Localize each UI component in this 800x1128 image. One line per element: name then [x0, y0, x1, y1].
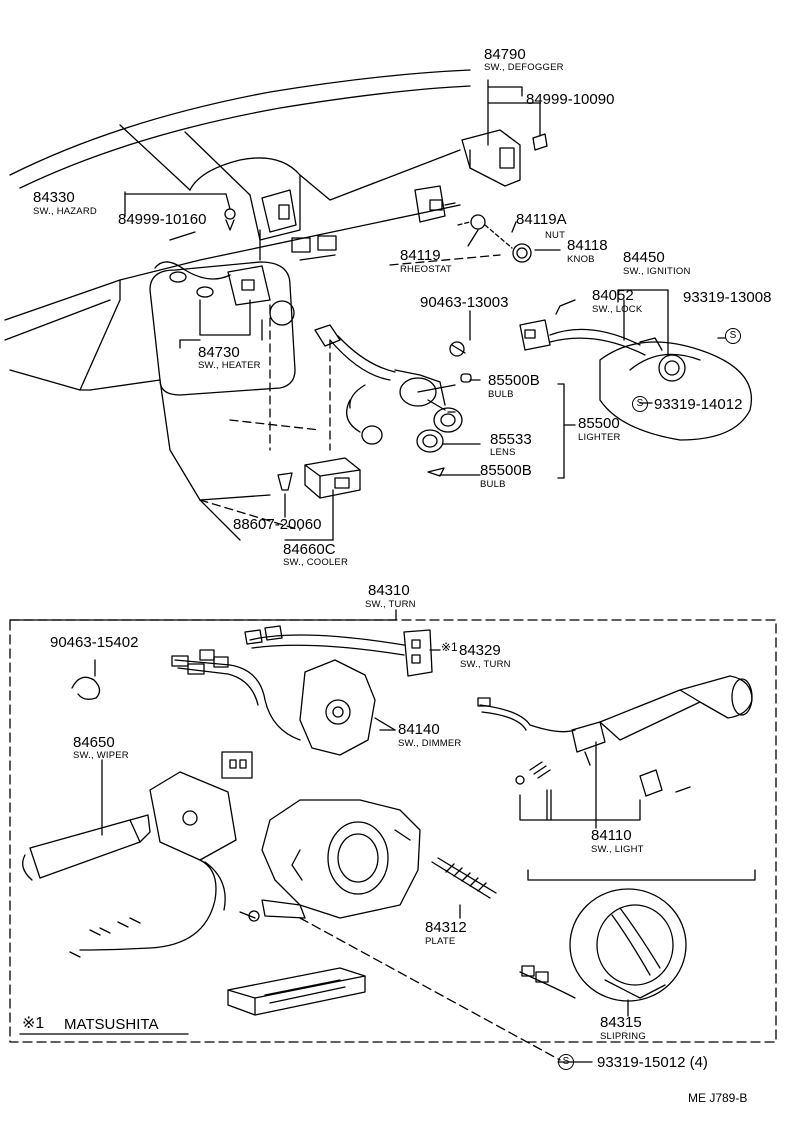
part-number-84999-10090: 84999-10090	[526, 91, 615, 108]
turn-switch-body-drawing	[248, 799, 561, 1061]
part-name-85500B-upper: BULB	[488, 389, 514, 400]
wiper-switch-drawing	[22, 751, 256, 958]
part-number-93319-15012: 93319-15012 (4)	[597, 1054, 708, 1071]
part-name-84660C: SW., COOLER	[283, 557, 349, 568]
part-name-84315: SLIPRING	[600, 1031, 646, 1042]
part-number-84330: 84330	[33, 189, 75, 206]
slipring-drawing	[519, 869, 756, 1017]
part-name-84650: SW., WIPER	[73, 750, 129, 761]
part-name-85500: LIGHTER	[578, 432, 621, 443]
part-number-84119A: 84119A	[516, 211, 567, 228]
part-number-90463-15402: 90463-15402	[50, 634, 139, 651]
s-symbol-icon: S	[725, 328, 741, 344]
ignition-switch-drawing	[449, 299, 752, 441]
turn-switch-drawing	[244, 625, 433, 677]
note-text: MATSUSHITA	[64, 1016, 159, 1033]
part-number-85533: 85533	[490, 431, 532, 448]
part-name-84310: SW., TURN	[365, 599, 416, 610]
rheostat-drawing	[414, 185, 532, 263]
part-number-84118: 84118	[567, 237, 608, 254]
lighter-drawing	[314, 324, 472, 477]
part-number-84450: 84450	[623, 249, 665, 266]
part-name-84730: SW., HEATER	[198, 360, 261, 371]
s-symbol-icon: S	[632, 396, 648, 412]
part-name-84110: SW., LIGHT	[591, 844, 644, 855]
part-name-84329: SW., TURN	[460, 659, 511, 670]
leader-lines-lower	[379, 649, 593, 1063]
part-name-84312: PLATE	[425, 936, 456, 947]
part-name-84790: SW., DEFOGGER	[484, 62, 564, 73]
connector-block-drawing	[227, 967, 366, 1016]
part-number-84730: 84730	[198, 344, 240, 361]
part-number-88607-20060: 88607-20060	[233, 516, 322, 533]
part-number-84310: 84310	[368, 582, 410, 599]
light-switch-drawing	[477, 675, 753, 829]
part-number-84660C: 84660C	[283, 541, 336, 558]
part-number-84312: 84312	[425, 919, 467, 936]
part-number-84999-10160: 84999-10160	[118, 211, 207, 228]
leader-lines-upper	[124, 79, 726, 541]
figure-code: ME J789-B	[688, 1091, 748, 1105]
part-number-84790: 84790	[484, 46, 526, 63]
part-name-84119A: NUT	[545, 230, 566, 241]
part-number-84119: 84119	[400, 247, 441, 264]
part-name-85533: LENS	[490, 447, 516, 458]
part-name-84140: SW., DIMMER	[398, 738, 462, 749]
note-mark: ※1	[22, 1015, 45, 1032]
part-name-84118: KNOB	[567, 254, 595, 265]
cooler-switch-drawing	[277, 457, 361, 499]
clip-drawing	[71, 659, 101, 700]
dashboard-drawing	[4, 69, 548, 541]
note-mark-84329: ※1	[441, 640, 458, 654]
part-number-84650: 84650	[73, 734, 115, 751]
part-name-84119: RHEOSTAT	[400, 264, 452, 275]
plate-drawing	[431, 857, 497, 919]
s-symbol-icon: S	[558, 1054, 574, 1070]
part-number-93319-14012: 93319-14012	[654, 396, 743, 413]
part-number-84140: 84140	[398, 721, 440, 738]
part-name-84450: SW., IGNITION	[623, 266, 691, 277]
dimmer-switch-drawing	[171, 649, 396, 756]
part-name-84330: SW., HAZARD	[33, 206, 97, 217]
part-number-85500B-upper: 85500B	[488, 372, 540, 389]
part-number-84052: 84052	[592, 287, 634, 304]
part-name-85500B-lower: BULB	[480, 479, 506, 490]
part-number-93319-13008: 93319-13008	[683, 289, 772, 306]
part-number-84315: 84315	[600, 1014, 642, 1031]
part-number-85500B-lower: 85500B	[480, 462, 532, 479]
part-name-84052: SW., LOCK	[592, 304, 643, 315]
part-number-85500: 85500	[578, 415, 620, 432]
part-number-90463-13003: 90463-13003	[420, 294, 509, 311]
turn-switch-group-frame	[9, 609, 777, 1043]
part-number-84329: 84329	[459, 642, 501, 659]
part-number-84110: 84110	[591, 827, 632, 844]
